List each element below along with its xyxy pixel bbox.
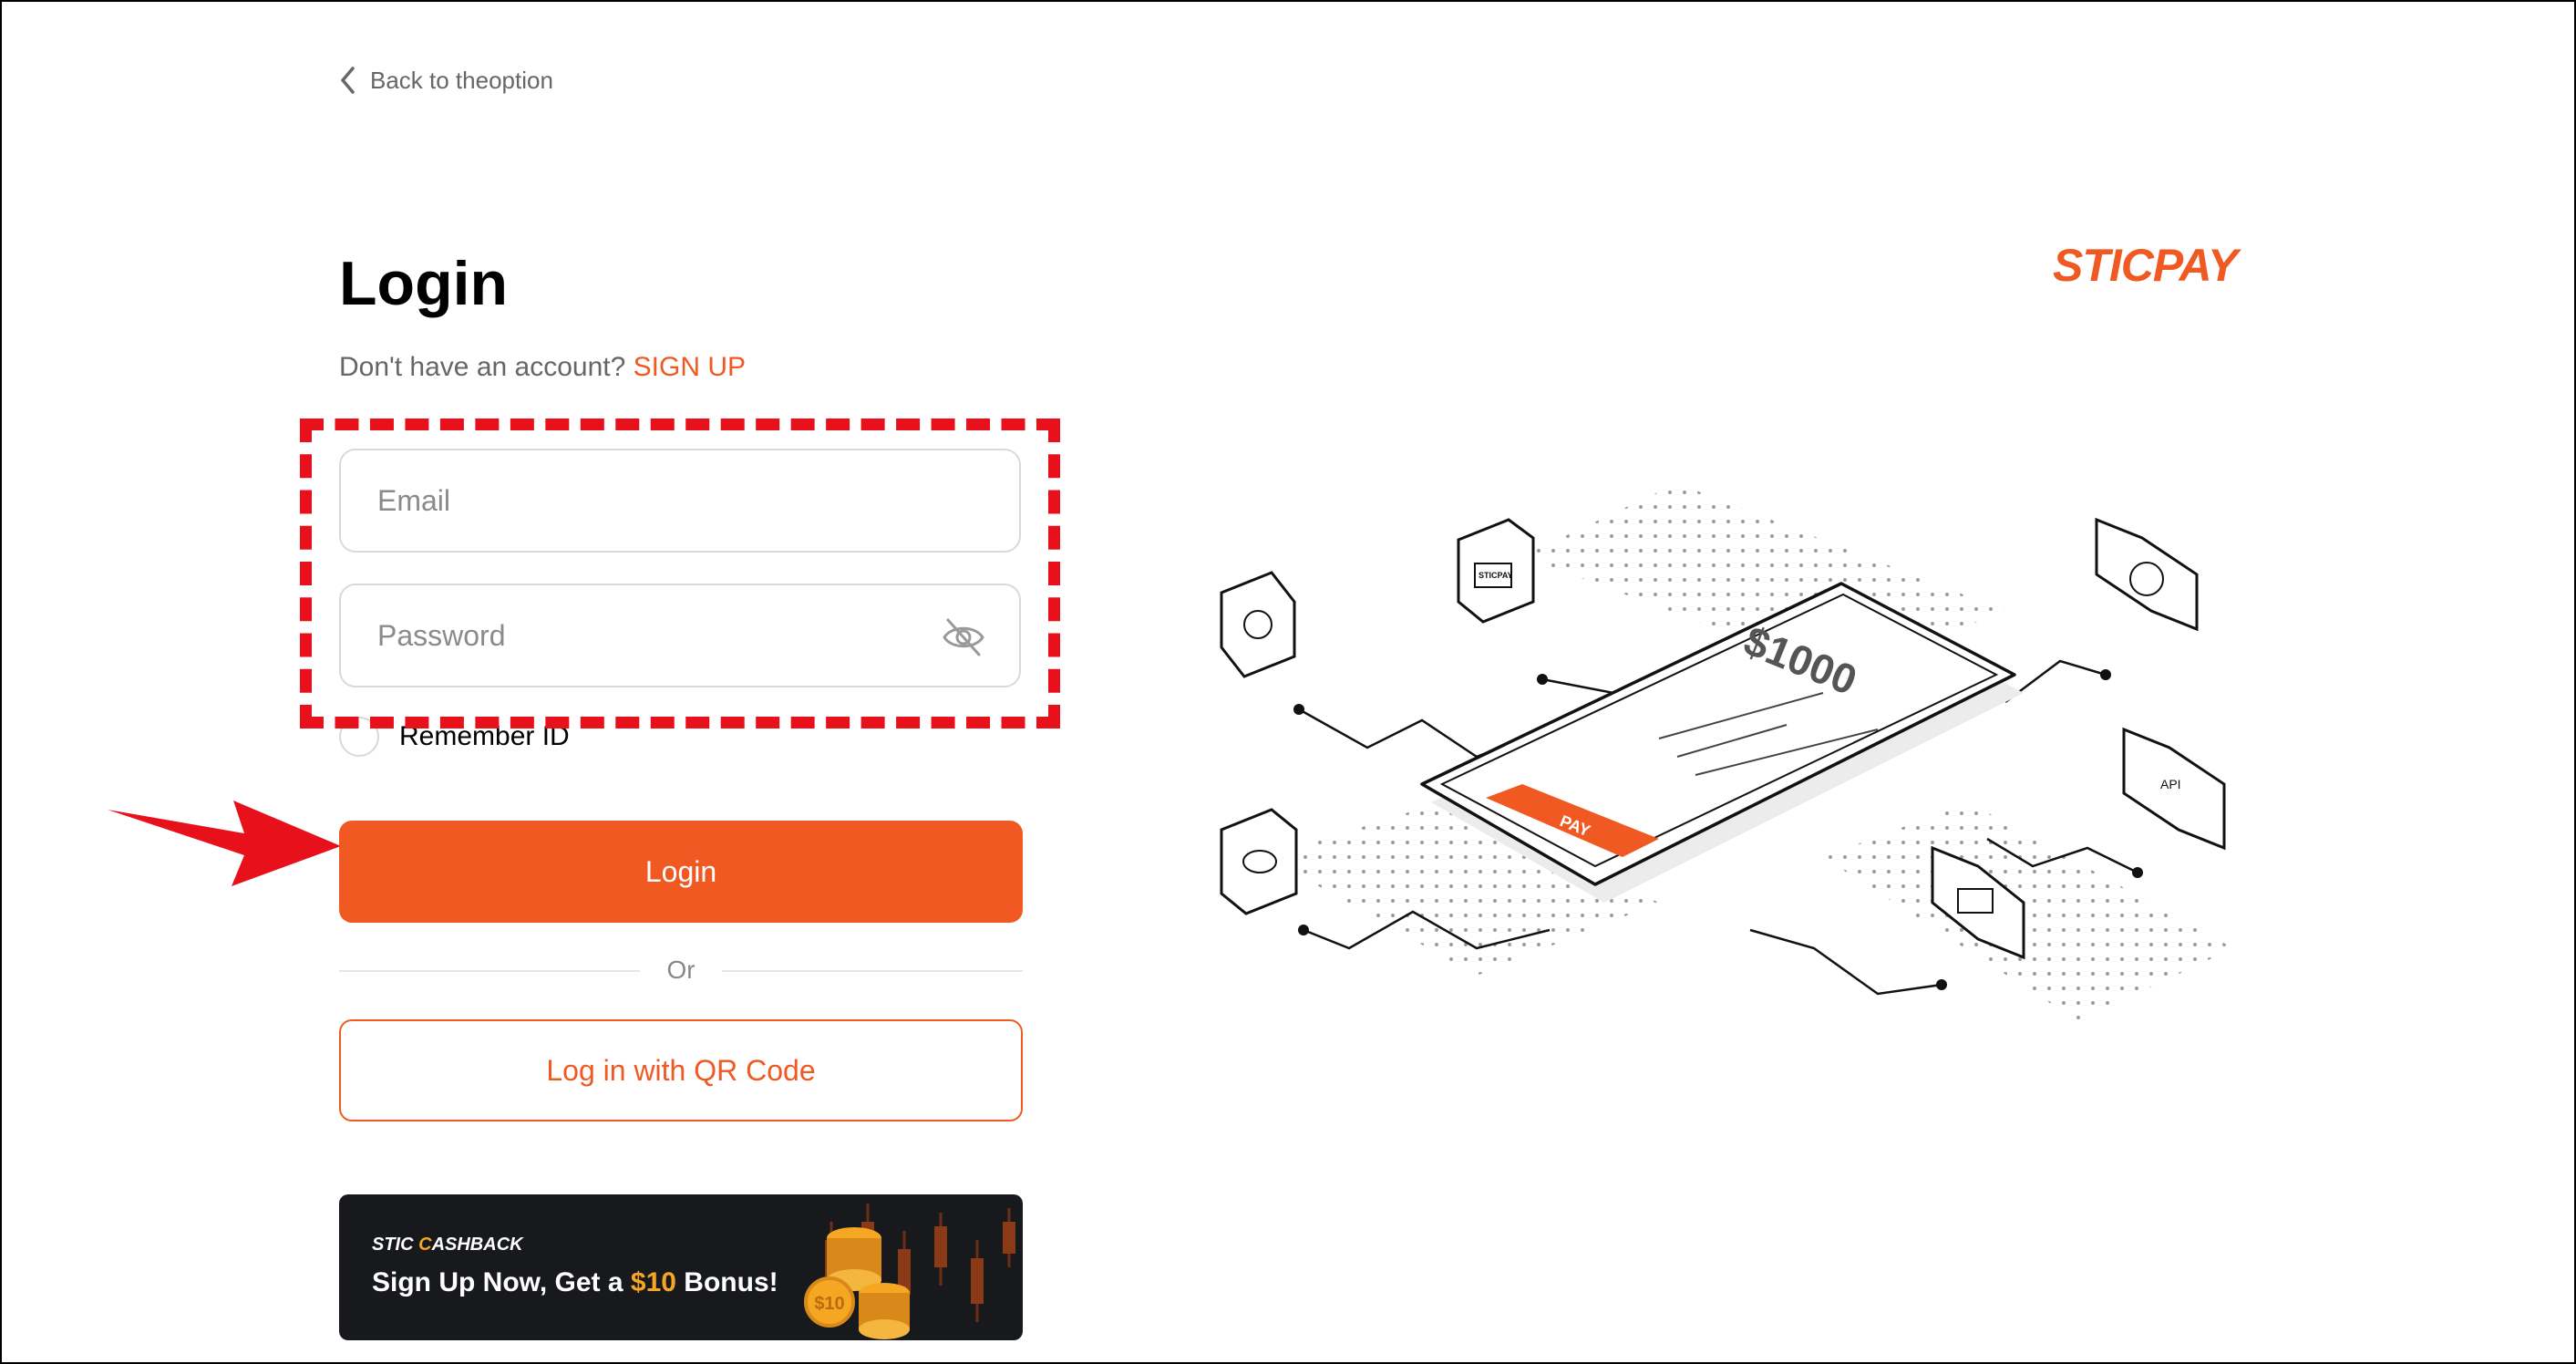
banner-headline-suffix: Bonus! <box>675 1267 778 1297</box>
dot-grid <box>1823 802 2233 1021</box>
piggy-bank-icon <box>1220 808 1298 915</box>
banner-brand-suffix: ASHBACK <box>431 1235 523 1255</box>
banner-headline-prefix: Sign Up Now, Get a <box>372 1267 631 1297</box>
password-field[interactable] <box>339 584 1021 687</box>
page-title: Login <box>339 249 509 318</box>
card-text: STICPAY <box>1479 571 1513 580</box>
support-icon <box>2095 517 2199 632</box>
dot-grid <box>1267 802 1659 976</box>
banner-headline-amount: $10 <box>630 1267 676 1297</box>
connector-dots <box>1293 669 2143 990</box>
banner-brand-accent: C <box>418 1235 432 1255</box>
password-input[interactable] <box>341 585 924 686</box>
cashback-banner[interactable]: $10 STIC CASHBACK Sign Up Now, Get a $10… <box>339 1194 1023 1340</box>
coin-icon: $10 <box>804 1227 910 1339</box>
email-field[interactable] <box>339 449 1021 553</box>
divider-line-left <box>339 970 640 972</box>
eye-off-icon[interactable] <box>941 616 986 658</box>
phone-graphic: $1000 PAY <box>1420 582 2024 903</box>
api-label: API <box>2160 777 2181 791</box>
coin-stack-icon <box>1220 571 1296 678</box>
signup-prompt-text: Don't have an account? <box>339 352 626 382</box>
back-label: Back to theoption <box>370 66 553 94</box>
coin-label: $10 <box>814 1294 844 1314</box>
arrow-annotation <box>108 801 341 886</box>
chevron-left-icon <box>341 67 355 94</box>
card-icon: STICPAY <box>1457 518 1535 624</box>
wallet-icon <box>1931 845 2025 960</box>
banner-brand: STIC CASHBACK <box>372 1235 523 1256</box>
highlight-annotation <box>300 418 1060 728</box>
qr-login-button[interactable]: Log in with QR Code <box>339 1019 1023 1121</box>
or-divider: Or <box>339 956 1023 984</box>
api-icon: API <box>2122 727 2226 851</box>
banner-brand-prefix: STIC <box>372 1235 419 1255</box>
email-input[interactable] <box>341 450 924 551</box>
divider-text: Or <box>666 956 696 984</box>
payment-illustration: $1000 PAY STICPAY API <box>1220 483 2233 1021</box>
signup-prompt: Don't have an account? SIGN UP <box>339 352 746 383</box>
back-link[interactable]: Back to theoption <box>339 66 553 95</box>
sticpay-logo: STICPAY <box>2053 240 2238 291</box>
login-button[interactable]: Login <box>339 821 1023 923</box>
banner-headline: Sign Up Now, Get a $10 Bonus! <box>372 1267 778 1298</box>
signup-link[interactable]: SIGN UP <box>633 352 746 382</box>
divider-line-right <box>722 970 1023 972</box>
